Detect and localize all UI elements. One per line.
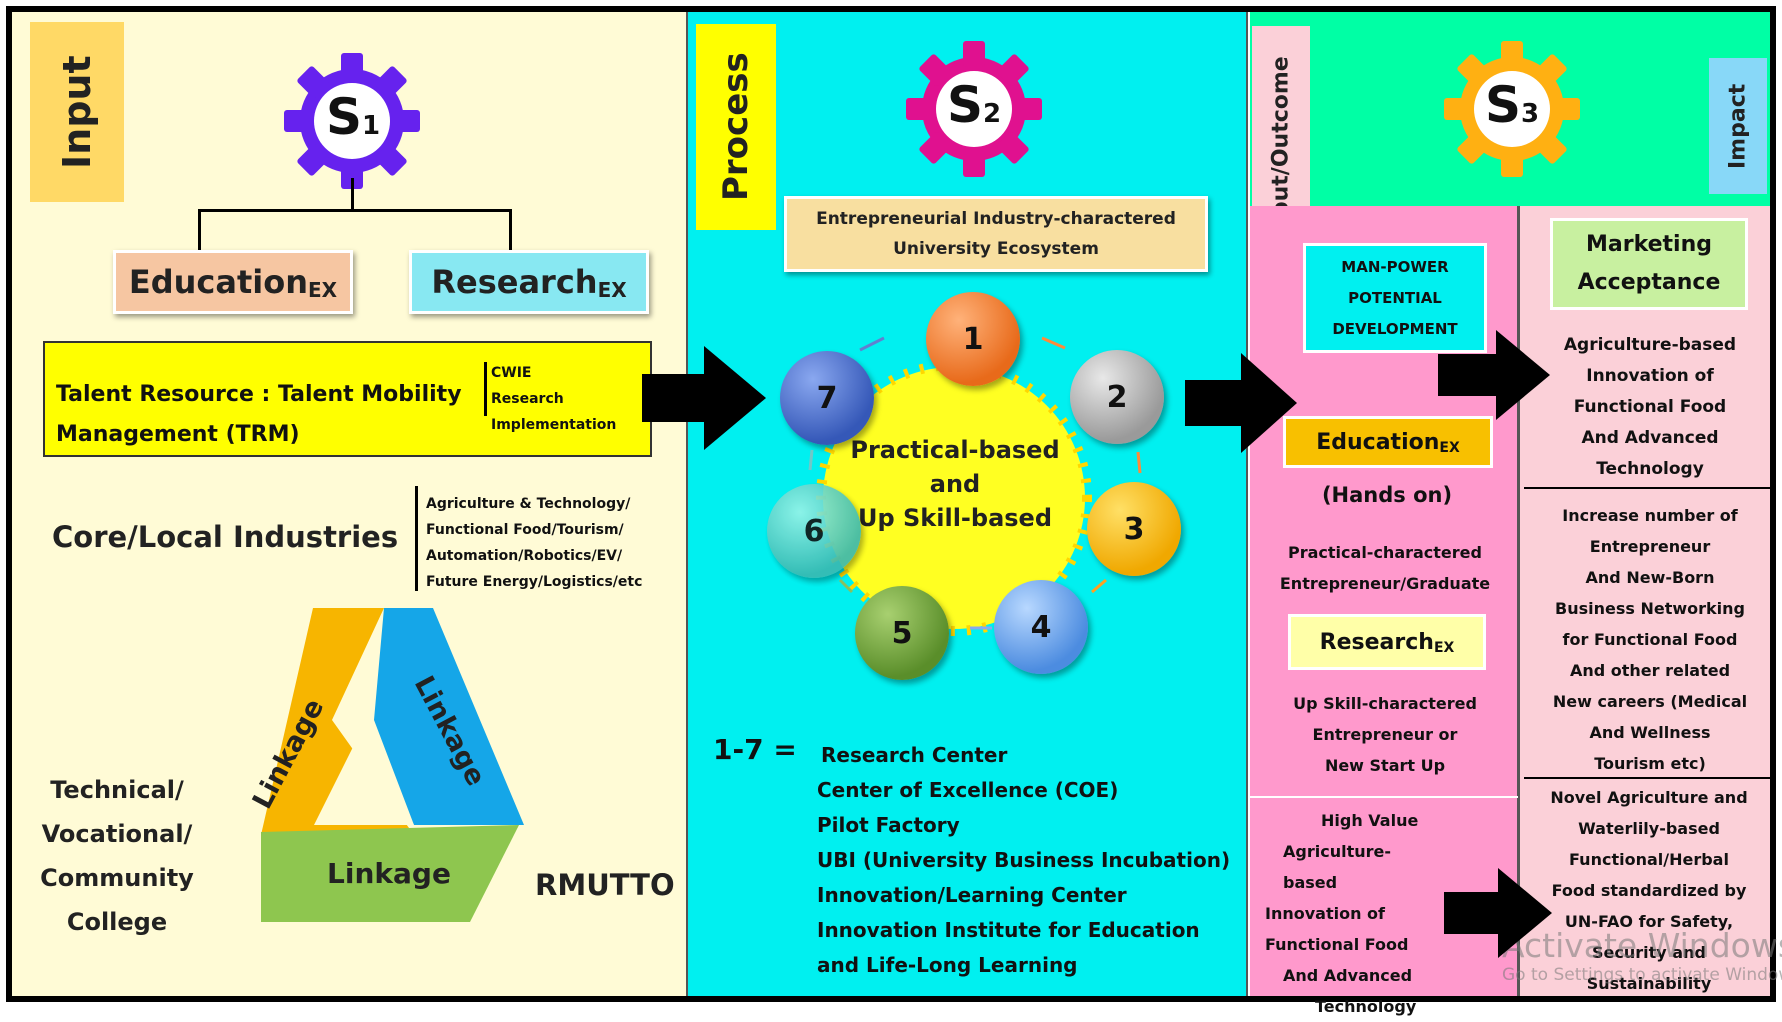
cycle-node-4: 4 (994, 580, 1088, 674)
gear-s1-label: S1 (325, 88, 381, 146)
tree-connector (351, 178, 354, 210)
impact-block-3: Novel Agriculture and Waterlily-based Fu… (1550, 788, 1748, 993)
cycle-node-5: 5 (855, 586, 949, 680)
process-label-box: Process (696, 24, 776, 230)
trm-side-list: CWIE Research Implementation (491, 365, 617, 433)
impact-divider-1 (1524, 487, 1770, 489)
linkage-bottom-label: Linkage (327, 857, 451, 890)
tree-connector (198, 209, 512, 212)
cycle-center-text: Practical-based and Up Skill-based (850, 436, 1060, 532)
tree-connector (509, 209, 512, 255)
cycle-node-3: 3 (1087, 482, 1181, 576)
industries-list: Agriculture & Technology/ Functional Foo… (426, 496, 643, 590)
trm-text: Talent Resource : Talent Mobility Manage… (56, 382, 462, 447)
trm-divider (484, 362, 487, 416)
activate-windows-watermark: Activate Windows Go to Settings to activ… (1502, 926, 1782, 985)
impact-label: Impact (1725, 83, 1751, 169)
upskill-text: Up Skill-charactered Entrepreneur or New… (1293, 694, 1477, 775)
legend-key: 1-7 = (713, 733, 797, 766)
cycle-node-7: 7 (780, 351, 874, 445)
legend-list: Research Center Center of Excellence (CO… (817, 743, 1231, 977)
arrow-output-to-impact-bottom-icon (1444, 868, 1552, 958)
input-label: Input (55, 55, 99, 169)
impact-block-1: Agriculture-based Innovation of Function… (1563, 335, 1737, 479)
linkage-bottom-segment (261, 825, 519, 922)
cycle-node-6: 6 (767, 484, 861, 578)
cycle-node-1: 1 (926, 292, 1020, 386)
trm-box (43, 341, 652, 457)
impact-divider-2 (1524, 777, 1770, 779)
cycle-node-2: 2 (1070, 350, 1164, 444)
input-label-box: Input (30, 22, 124, 202)
practical-text: Practical-charactered Entrepreneur/Gradu… (1279, 543, 1491, 593)
gear-s2-icon (906, 41, 1042, 177)
rmutto-label: RMUTTO (535, 868, 675, 902)
marketing-acceptance-box: Marketing Acceptance (1550, 218, 1748, 310)
ecosystem-box: Entrepreneurial Industry-charactered Uni… (784, 196, 1208, 272)
process-label: Process (716, 52, 756, 202)
diagram-frame (6, 6, 1776, 1002)
arrow-output-to-impact-top-icon (1438, 330, 1550, 420)
impact-label-box: Impact (1709, 58, 1767, 194)
technical-college-label: Technical/ Vocational/ Community College (40, 776, 194, 936)
linkage-right-segment (313, 608, 524, 825)
linkage-triangle: Linkage Linkage Linkage (247, 608, 524, 922)
cycle-arrows (808, 336, 1142, 630)
arrow-input-to-process-icon (642, 346, 766, 450)
tree-connector (198, 209, 201, 255)
manpower-box: MAN-POWER POTENTIAL DEVELOPMENT (1303, 243, 1487, 353)
gear-s2-label: S2 (946, 76, 1002, 134)
output-divider (1250, 796, 1518, 798)
gear-s1-icon (284, 53, 420, 189)
arrow-process-to-output-icon (1185, 353, 1297, 453)
linkage-center (314, 725, 414, 825)
industries-divider (415, 486, 418, 591)
gear-s3-label: S3 (1484, 76, 1540, 134)
gear-s3-icon (1444, 41, 1580, 177)
high-value-text: High Value Agriculture-based Innovation … (1265, 811, 1419, 1016)
hands-on-label: (Hands on) (1321, 483, 1453, 507)
impact-panel (1520, 206, 1770, 996)
core-local-industries: Core/Local Industries (52, 520, 399, 554)
impact-block-2: Increase number of Entrepreneur And New-… (1552, 506, 1748, 773)
